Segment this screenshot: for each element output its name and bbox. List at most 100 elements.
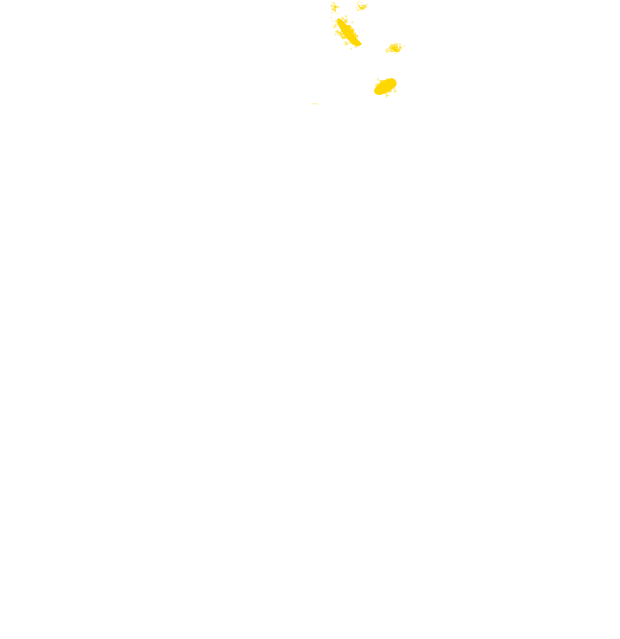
echo-pixel xyxy=(351,29,354,33)
echo-pixel xyxy=(336,30,339,34)
echo-pixel xyxy=(364,6,367,8)
echo-pixel xyxy=(335,19,338,22)
echo-pixel xyxy=(342,17,345,20)
echo-pixel xyxy=(380,80,383,83)
echo-pixel xyxy=(389,90,392,93)
echo-pixel xyxy=(398,43,401,46)
echo-pixel xyxy=(359,7,361,9)
echo-pixel xyxy=(353,32,356,36)
echo-pixel xyxy=(377,83,379,86)
echo-pixel xyxy=(389,50,392,52)
precipitation-echo-layer xyxy=(312,0,406,105)
echo-pixel xyxy=(350,47,353,50)
echo-pixel xyxy=(354,34,359,38)
echo-pixel xyxy=(390,43,392,47)
echo-pixel xyxy=(363,4,366,7)
echo-pixel xyxy=(336,12,338,15)
echo-pixel xyxy=(393,46,395,48)
echo-pixel xyxy=(334,5,336,8)
echo-pixel xyxy=(395,45,398,48)
echo-pixel xyxy=(334,33,337,36)
echo-pixel xyxy=(358,6,361,8)
echo-pixel xyxy=(393,49,396,52)
echo-cell xyxy=(385,43,406,55)
echo-pixel xyxy=(332,20,334,22)
echo-pixel xyxy=(394,47,397,50)
echo-pixel xyxy=(337,32,340,36)
echo-pixel xyxy=(349,26,353,29)
echo-pixel xyxy=(390,49,392,51)
echo-pixel xyxy=(396,48,399,50)
echo-pixel xyxy=(363,7,365,9)
echo-pixel xyxy=(394,89,397,93)
echo-pixel xyxy=(332,2,335,4)
echo-pixel xyxy=(385,93,388,95)
echo-pixel xyxy=(334,7,336,10)
echo-pixel xyxy=(335,23,337,27)
echo-pixel xyxy=(351,21,354,24)
echo-pixel xyxy=(344,36,347,39)
echo-pixel xyxy=(361,7,364,9)
echo-pixel xyxy=(399,46,402,49)
echo-pixel xyxy=(404,45,406,47)
echo-pixel xyxy=(397,49,399,53)
echo-pixel xyxy=(386,78,388,80)
echo-pixel xyxy=(335,7,337,9)
echo-pixel xyxy=(358,0,361,2)
echo-pixel xyxy=(349,29,352,32)
echo-pixel xyxy=(332,8,334,11)
echo-pixel xyxy=(344,20,348,23)
echo-pixel xyxy=(349,42,352,44)
echo-pixel xyxy=(334,3,336,5)
echo-pixel xyxy=(337,7,340,9)
echo-pixel xyxy=(392,44,395,46)
echo-pixel xyxy=(336,6,339,8)
echo-pixel xyxy=(342,33,345,35)
echo-core xyxy=(337,18,362,46)
echo-pixel xyxy=(386,94,390,97)
echo-pixel xyxy=(351,32,354,35)
echo-pixel xyxy=(330,4,333,7)
echo-cell xyxy=(330,2,340,15)
echo-pixel xyxy=(344,41,348,45)
echo-pixel xyxy=(394,53,396,55)
echo-pixel xyxy=(344,20,347,22)
echo-pixel xyxy=(361,1,362,3)
echo-pixel xyxy=(375,83,378,87)
echo-pixel xyxy=(385,50,389,53)
echo-pixel xyxy=(355,7,357,10)
echo-pixel xyxy=(391,44,393,46)
echo-pixel xyxy=(341,35,345,39)
echo-pixel xyxy=(401,47,402,50)
echo-pixel xyxy=(395,44,397,46)
echo-pixel xyxy=(357,4,360,6)
echo-pixel xyxy=(392,44,395,47)
echo-pixel xyxy=(364,5,367,8)
echo-pixel xyxy=(356,2,359,4)
echo-pixel xyxy=(354,45,358,48)
echo-pixel xyxy=(334,10,336,13)
echo-pixel xyxy=(358,6,360,7)
echo-pixel xyxy=(330,16,332,19)
echo-pixel xyxy=(345,15,347,18)
echo-pixel xyxy=(392,87,395,90)
echo-pixel xyxy=(377,78,379,81)
echo-cell xyxy=(355,0,368,11)
echo-pixel xyxy=(366,4,368,6)
echo-pixel xyxy=(386,48,390,50)
echo-pixel xyxy=(312,103,318,105)
echo-pixel xyxy=(395,43,398,45)
echo-pixel xyxy=(362,8,365,10)
echo-pixel xyxy=(361,5,364,7)
echo-pixel xyxy=(385,49,389,52)
echo-pixel xyxy=(339,34,343,37)
echo-core xyxy=(374,78,397,95)
echo-pixel xyxy=(395,47,398,49)
echo-pixel xyxy=(389,46,392,49)
echo-pixel xyxy=(357,9,360,11)
echo-pixel xyxy=(398,48,401,52)
echo-pixel xyxy=(363,6,365,8)
